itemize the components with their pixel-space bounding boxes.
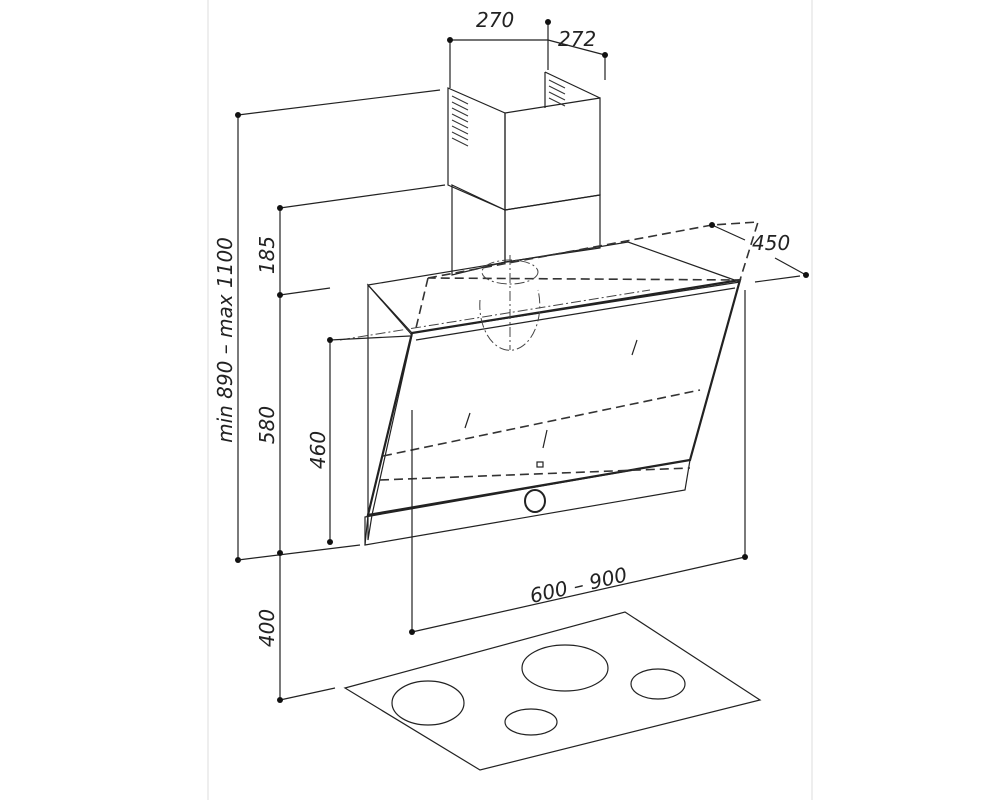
dim-total-height: min 890 – max 1100 bbox=[213, 237, 237, 443]
dim-hood-width: 600 – 900 bbox=[527, 562, 629, 608]
burner-small-front bbox=[504, 708, 558, 736]
dim-duct-width: 270 bbox=[476, 8, 514, 32]
burner-large-left bbox=[391, 680, 465, 726]
dim-cooktop-clearance: 400 bbox=[255, 609, 279, 647]
dim-hood-height: 580 bbox=[255, 406, 279, 444]
dim-glass-height: 460 bbox=[306, 431, 330, 469]
dim-chimney-height: 185 bbox=[255, 236, 279, 274]
burner-large-rear bbox=[521, 644, 609, 692]
dimension-lines bbox=[235, 19, 809, 703]
burner-small-right bbox=[630, 668, 686, 700]
dim-hood-depth: 450 bbox=[752, 231, 790, 255]
hood-body bbox=[339, 221, 760, 546]
control-knob bbox=[524, 489, 546, 513]
dim-duct-depth: 272 bbox=[558, 27, 596, 51]
chimney bbox=[447, 71, 601, 276]
cooktop bbox=[343, 611, 762, 771]
